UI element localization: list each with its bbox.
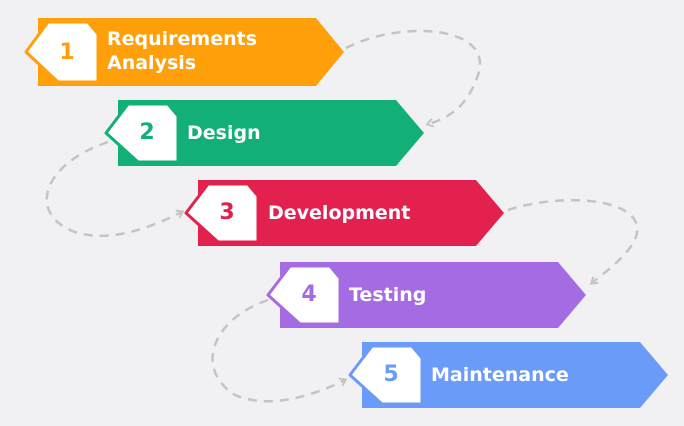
step-1-number: 1 — [59, 40, 75, 65]
step-4-banner — [280, 262, 586, 328]
step-4-label: Testing — [349, 284, 427, 306]
step-2-number: 2 — [139, 120, 155, 145]
step-3-number: 3 — [219, 200, 235, 225]
step-5-label: Maintenance — [431, 364, 569, 386]
step-5-number: 5 — [383, 362, 399, 387]
step-2-banner — [118, 100, 424, 166]
step-3-label: Development — [268, 202, 411, 224]
step-2-label: Design — [187, 122, 261, 144]
step-1-badge — [24, 20, 100, 84]
step-3-banner — [198, 180, 504, 246]
step-5-banner — [362, 342, 668, 408]
step-4-badge — [266, 264, 342, 326]
step-3-badge — [184, 182, 260, 244]
connector-1-to-2 — [345, 29, 482, 128]
step-1-banner — [38, 18, 344, 86]
step-2-badge — [104, 102, 180, 164]
step-4-number: 4 — [301, 282, 317, 307]
connector-4-to-5 — [211, 298, 348, 403]
connector-2-to-3 — [45, 140, 185, 237]
step-1-label: Requirements Analysis — [107, 28, 258, 74]
step-5-badge — [348, 344, 424, 406]
